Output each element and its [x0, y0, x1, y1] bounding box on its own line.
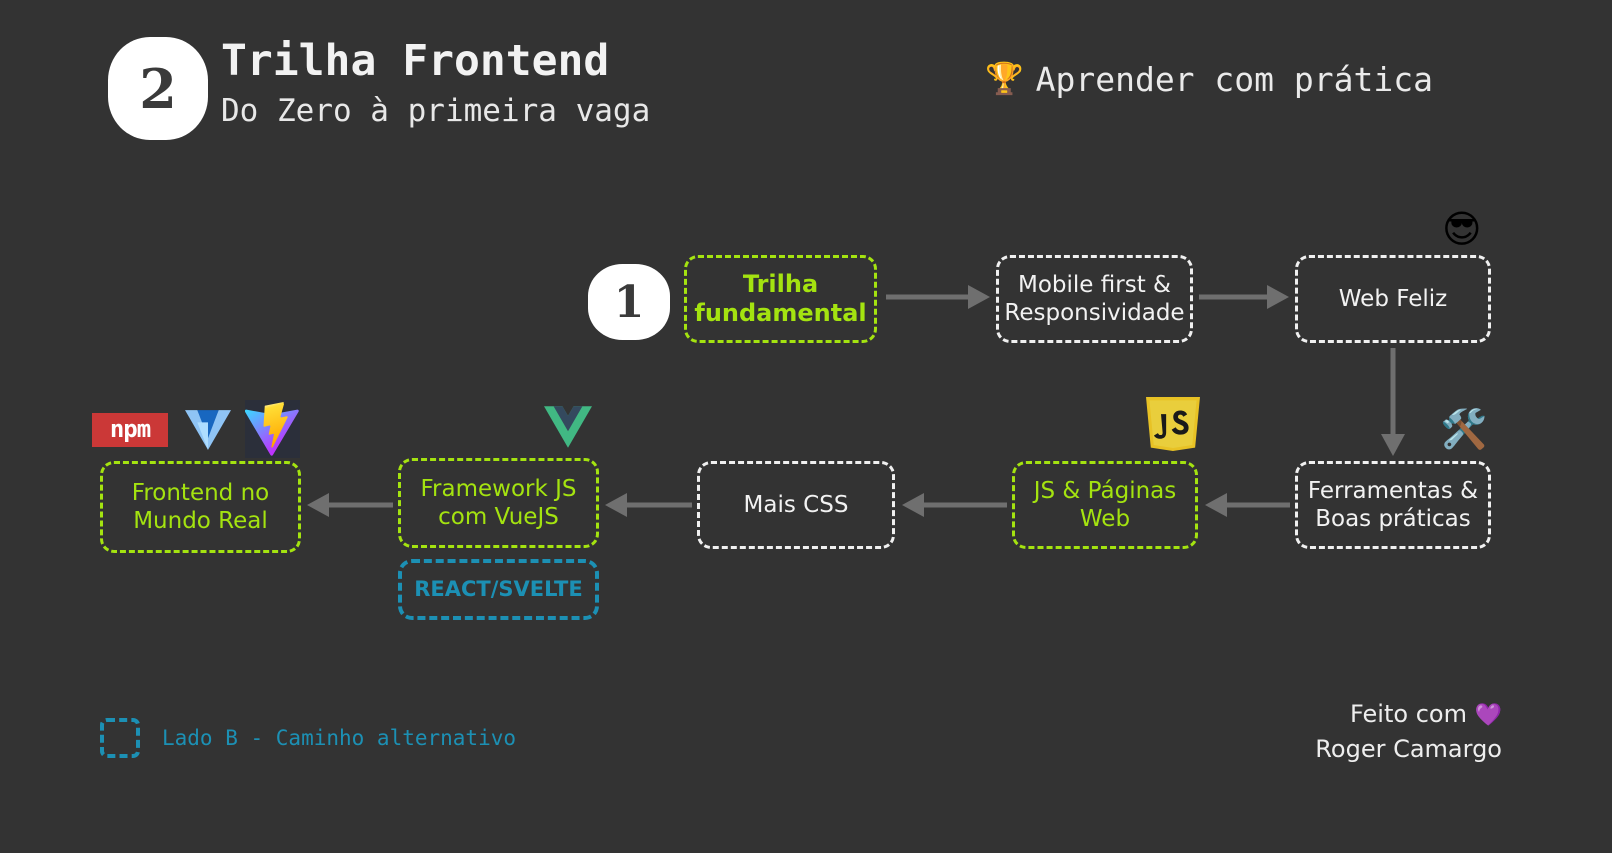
- node-framework-js-line2: com VueJS: [438, 504, 559, 530]
- sunglasses-face-icon: 😎: [1442, 207, 1482, 251]
- page-subtitle: Do Zero à primeira vaga: [221, 93, 651, 129]
- vuetify-logo: [185, 402, 231, 458]
- node-js-paginas-line2: Web: [1079, 506, 1131, 532]
- arrow-head: [968, 285, 990, 309]
- arrow-ferramentas-to-js: [1205, 491, 1290, 519]
- arrow-head: [1267, 285, 1289, 309]
- goal-label: Aprender com prática: [1035, 60, 1433, 99]
- node-framework-js-line1: Framework JS: [420, 475, 577, 502]
- section-number-label: 2: [139, 56, 177, 121]
- node-ferramentas-line2: Boas práticas: [1315, 506, 1471, 532]
- node-ferramentas-line1: Ferramentas &: [1307, 477, 1479, 504]
- node-web-feliz-label: Web Feliz: [1338, 285, 1448, 312]
- node-react-svelte[interactable]: REACT/SVELTE: [398, 559, 599, 620]
- arrow-shaft: [325, 502, 393, 508]
- arrow-shaft: [623, 502, 692, 508]
- node-trilha-fundamental-line1: Trilha: [742, 269, 819, 298]
- node-mais-css[interactable]: Mais CSS: [697, 461, 895, 549]
- section-number-badge: 2: [108, 37, 208, 140]
- credits: Feito com 💜 Roger Camargo: [1315, 697, 1502, 767]
- arrow-maiscss-to-framework: [605, 491, 692, 519]
- legend-dashed-swatch-icon: [100, 718, 140, 758]
- node-frontend-real-line2: Mundo Real: [133, 508, 268, 534]
- arrow-js-to-maiscss: [902, 491, 1007, 519]
- arrow-mobile-to-webfeliz: [1199, 283, 1289, 311]
- credits-author: Roger Camargo: [1315, 734, 1502, 763]
- step-number-badge: 1: [588, 264, 670, 340]
- arrow-head: [605, 493, 627, 517]
- node-trilha-fundamental-line2: fundamental: [694, 299, 867, 327]
- node-ferramentas[interactable]: Ferramentas & Boas práticas: [1295, 461, 1491, 549]
- arrow-fundamental-to-mobile: [886, 283, 990, 311]
- arrow-shaft: [1199, 294, 1271, 300]
- arrow-shaft: [1223, 502, 1290, 508]
- node-framework-js[interactable]: Framework JS com VueJS: [398, 458, 599, 548]
- node-trilha-fundamental[interactable]: Trilha fundamental: [684, 255, 877, 343]
- purple-heart-icon: 💜: [1474, 703, 1502, 728]
- arrow-head: [1205, 493, 1227, 517]
- goal-callout: 🏆 Aprender com prática: [985, 60, 1433, 99]
- arrow-shaft: [920, 502, 1007, 508]
- credits-prefix: Feito com: [1350, 700, 1475, 728]
- arrow-webfeliz-to-ferramentas: [1379, 348, 1407, 456]
- node-mais-css-label: Mais CSS: [743, 491, 849, 518]
- page-title: Trilha Frontend: [221, 36, 610, 86]
- node-mobile-first-line2: Responsividade: [1004, 300, 1185, 326]
- arrow-framework-to-frontendreal: [307, 491, 393, 519]
- arrow-shaft: [886, 294, 972, 300]
- arrow-head: [1381, 434, 1405, 456]
- credits-line1: Feito com 💜: [1315, 697, 1502, 732]
- node-mobile-first[interactable]: Mobile first & Responsividade: [996, 255, 1193, 343]
- node-frontend-real-line1: Frontend no: [131, 479, 270, 506]
- npm-logo-label: npm: [109, 414, 151, 443]
- legend: Lado B - Caminho alternativo: [100, 718, 516, 758]
- node-js-paginas-web[interactable]: JS & Páginas Web: [1012, 461, 1198, 549]
- vite-logo: [244, 400, 300, 458]
- node-mobile-first-line1: Mobile first &: [1018, 271, 1171, 298]
- step-number-label: 1: [613, 276, 645, 328]
- legend-label: Lado B - Caminho alternativo: [162, 726, 517, 750]
- npm-logo: npm: [92, 413, 168, 447]
- node-js-paginas-line1: JS & Páginas: [1033, 477, 1177, 504]
- arrow-head: [902, 493, 924, 517]
- arrow-shaft: [1390, 348, 1396, 438]
- javascript-logo: [1146, 395, 1200, 453]
- node-web-feliz[interactable]: Web Feliz: [1295, 255, 1491, 343]
- hammer-and-wrench-icon: 🛠️: [1440, 407, 1488, 451]
- vue-logo: [544, 400, 592, 454]
- trophy-icon: 🏆: [985, 61, 1024, 97]
- node-frontend-mundo-real[interactable]: Frontend no Mundo Real: [100, 461, 301, 553]
- arrow-head: [307, 493, 329, 517]
- node-react-svelte-label: REACT/SVELTE: [414, 576, 583, 601]
